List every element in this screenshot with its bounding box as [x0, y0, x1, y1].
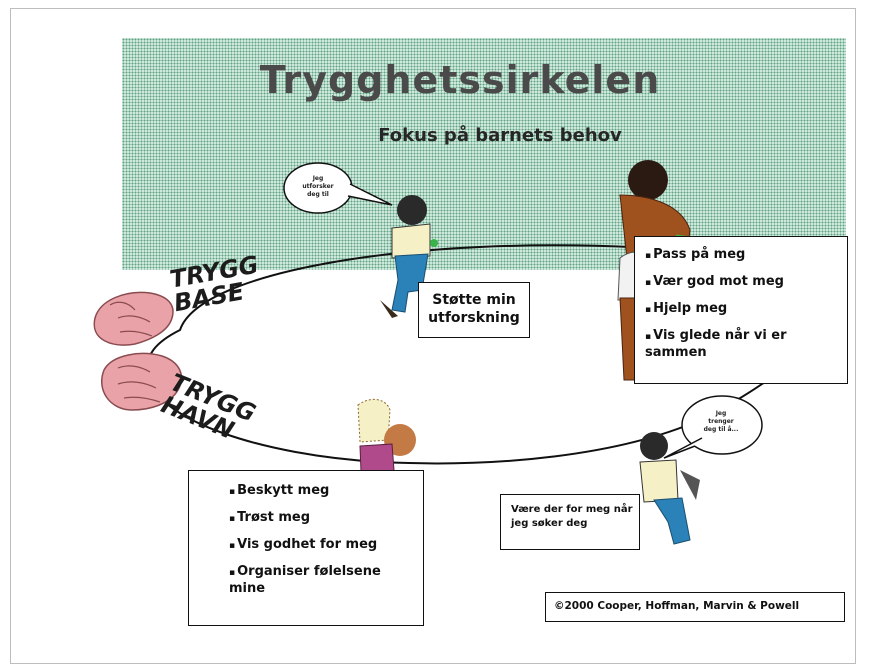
- page-subtitle: Fokus på barnets behov: [290, 125, 710, 146]
- copyright-box: ©2000 Cooper, Hoffman, Marvin & Powell: [545, 592, 845, 622]
- child-returning-icon: [640, 432, 700, 544]
- bottom-needs-list: Beskytt meg Trøst meg Vis godhet for meg…: [229, 483, 415, 597]
- list-item: Vis glede når vi er sammen: [645, 328, 839, 361]
- speech-bubble-top-text: Jeg utforsker deg til: [292, 175, 344, 199]
- top-needs-box: Pass på meg Vær god mot meg Hjelp meg Vi…: [634, 236, 848, 384]
- be-there-box: Være der for meg når jeg søker deg: [500, 494, 640, 550]
- support-exploration-box: Støtte min utforskning: [418, 282, 530, 338]
- list-item: Trøst meg: [229, 510, 415, 527]
- bottom-needs-box: Beskytt meg Trøst meg Vis godhet for meg…: [188, 470, 424, 626]
- list-item: Pass på meg: [645, 247, 839, 264]
- speech-bubble-bottom-text: Jeg trenger deg til å...: [690, 410, 752, 434]
- top-needs-list: Pass på meg Vær god mot meg Hjelp meg Vi…: [645, 247, 839, 361]
- list-item: Hjelp meg: [645, 301, 839, 318]
- list-item: Beskytt meg: [229, 483, 415, 500]
- page-title: Trygghetssirkelen: [200, 58, 720, 102]
- list-item: Vis godhet for meg: [229, 537, 415, 554]
- top-hand-icon: [94, 292, 173, 345]
- list-item: Organiser følelsene mine: [229, 564, 415, 597]
- list-item: Vær god mot meg: [645, 274, 839, 291]
